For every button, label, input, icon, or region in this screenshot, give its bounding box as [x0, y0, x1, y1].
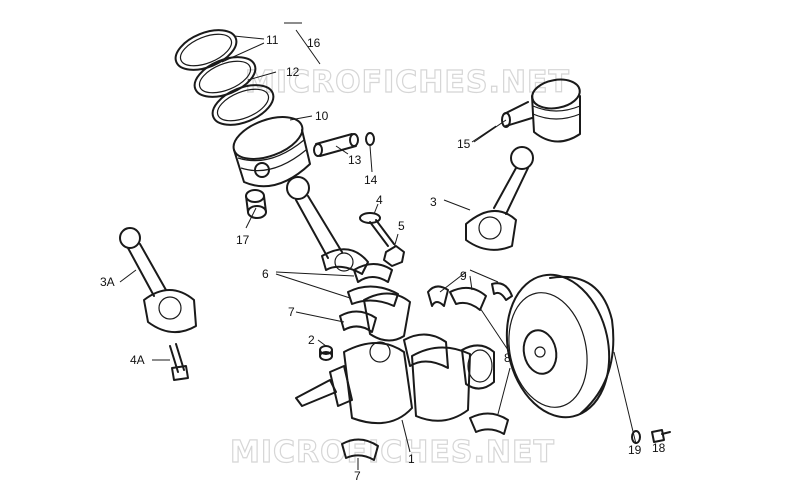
label-18: 18 — [652, 441, 666, 455]
label-11: 11 — [266, 33, 279, 47]
flywheel — [505, 273, 615, 419]
connecting-rod-left — [119, 227, 197, 333]
piston-pin — [313, 133, 359, 157]
label-8: 8 — [504, 351, 511, 365]
big-end-bearing-shells — [347, 263, 399, 307]
label-16: 16 — [307, 36, 321, 50]
label-7-upper: 7 — [288, 305, 295, 319]
piston-right — [501, 78, 581, 143]
flywheel-bolt — [651, 429, 671, 443]
label-2: 2 — [308, 333, 315, 347]
label-19: 19 — [628, 443, 642, 457]
rod-bolt-left — [169, 343, 189, 381]
label-6: 6 — [262, 267, 269, 281]
label-14: 14 — [364, 173, 378, 187]
oil-plug — [319, 345, 333, 361]
piston — [232, 116, 311, 188]
connecting-rod-right — [465, 146, 534, 251]
rod-nut — [383, 245, 405, 267]
label-12: 12 — [286, 65, 300, 79]
label-4a: 4A — [130, 353, 145, 367]
rod-bolt — [359, 212, 395, 247]
watermark-bottom: MICROFICHES.NET — [230, 435, 555, 470]
piston-rings — [174, 29, 275, 126]
main-bearing-shells-upper — [339, 292, 411, 342]
label-17: 17 — [236, 233, 250, 247]
small-end-bush — [245, 189, 267, 219]
connecting-rod-centre — [286, 176, 369, 275]
label-5: 5 — [398, 219, 405, 233]
label-3: 3 — [430, 195, 437, 209]
label-7-lower: 7 — [354, 469, 361, 483]
label-4: 4 — [376, 193, 383, 207]
watermark-top: MICROFICHES.NET — [245, 65, 570, 100]
label-3a: 3A — [100, 275, 115, 289]
main-bearing-shell-lower — [341, 438, 379, 461]
leader-lines — [119, 22, 637, 470]
label-13: 13 — [348, 153, 362, 167]
label-9: 9 — [460, 269, 467, 283]
thrust-washers — [427, 282, 513, 311]
label-10: 10 — [315, 109, 329, 123]
label-15: 15 — [457, 137, 471, 151]
label-1: 1 — [408, 452, 415, 466]
part-labels: 11 16 12 10 13 14 17 4 5 6 7 2 1 7 9 8 1… — [100, 33, 666, 483]
crankshaft — [295, 333, 495, 425]
circlip — [365, 132, 375, 146]
main-bearing-shell — [469, 412, 509, 435]
